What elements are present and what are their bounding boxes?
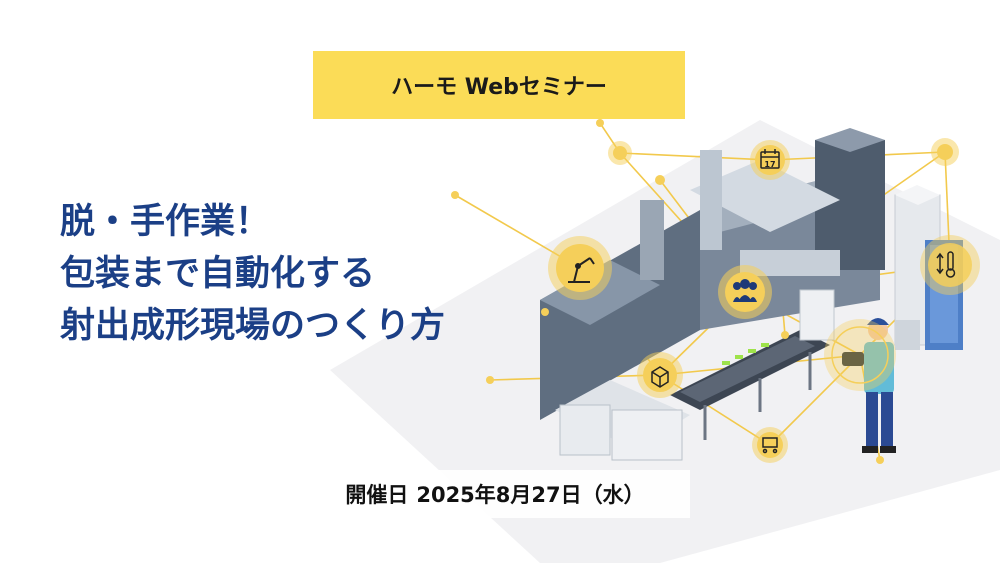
date-label: 開催日 <box>345 483 409 507</box>
event-date: 開催日 2025年8月27日（水） <box>300 470 690 518</box>
calendar-icon <box>760 149 780 169</box>
title-line-3: 射出成形現場のつくり方 <box>60 306 446 346</box>
team-icon <box>733 279 757 302</box>
package-icon <box>651 366 669 388</box>
title-line-1: 脱・手作業！ <box>60 202 271 242</box>
title-line-2: 包装まで自動化する <box>60 254 376 294</box>
date-value: 2025年8月27日（水） <box>416 483 645 507</box>
calendar-day: 17 <box>764 160 775 169</box>
worker-figure <box>842 318 896 453</box>
robot-arm-icon <box>568 257 595 283</box>
banner-label: ハーモ Webセミナー <box>391 75 607 100</box>
conveyor-icon <box>762 437 778 454</box>
seminar-title: 脱・手作業！ 包装まで自動化する 射出成形現場のつくり方 <box>60 196 530 352</box>
webinar-banner: ハーモ Webセミナー <box>313 51 685 119</box>
thermometer-icon <box>936 251 956 278</box>
